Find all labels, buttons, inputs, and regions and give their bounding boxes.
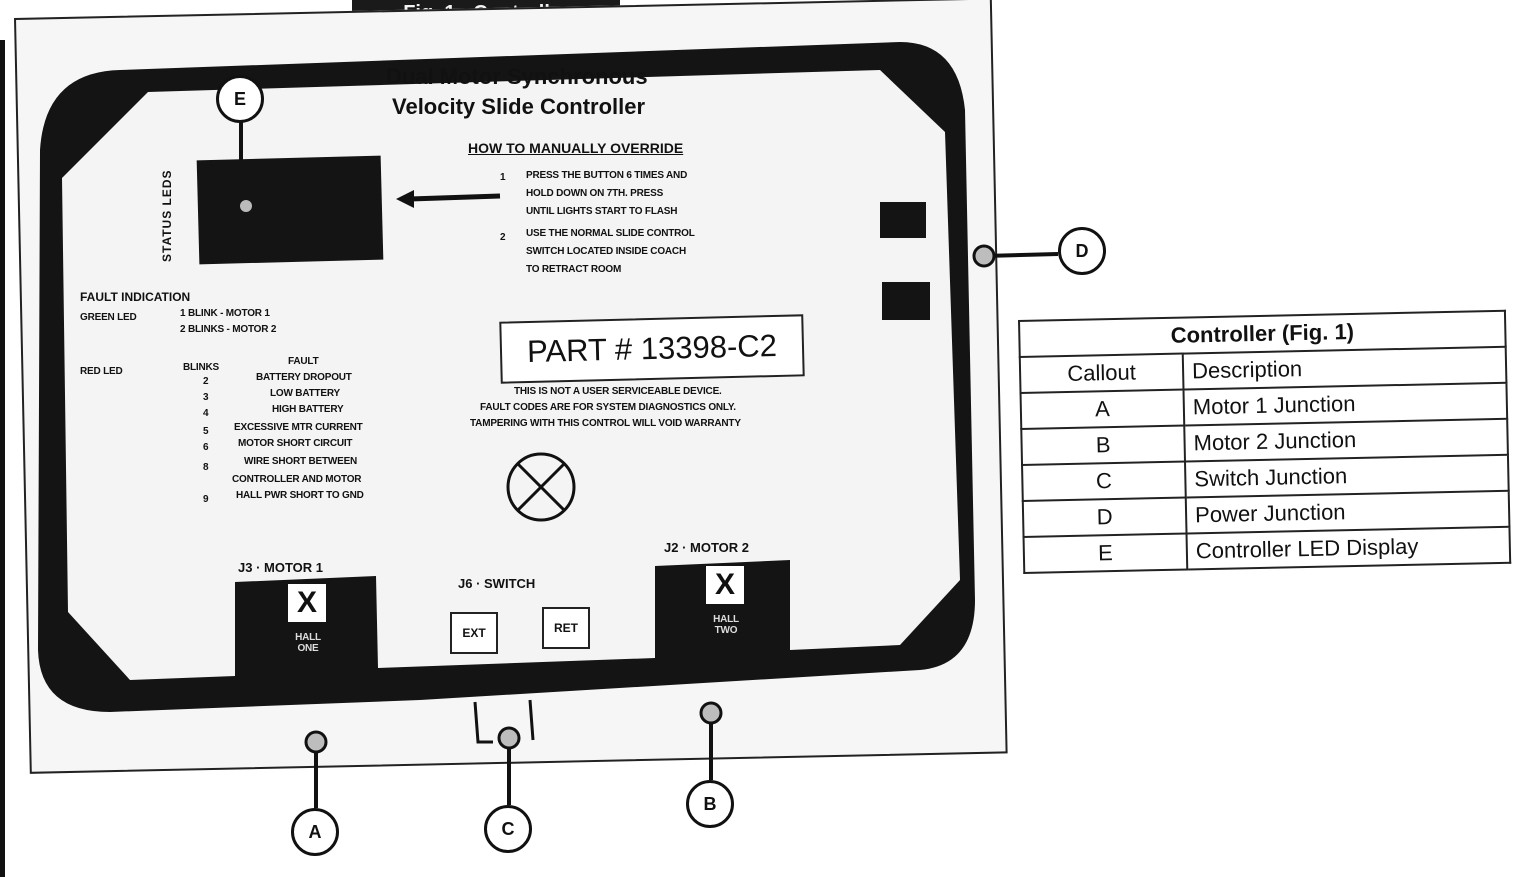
status-led-window xyxy=(196,155,384,265)
legend-description: Controller LED Display xyxy=(1186,526,1511,570)
red-row-blinks: 9 xyxy=(203,494,209,505)
legend-callout: D xyxy=(1022,497,1187,537)
junction-dot-b xyxy=(699,701,723,725)
override-step1-number: 1 xyxy=(500,172,506,183)
red-row-blinks: 6 xyxy=(203,442,209,453)
side-indicator-top xyxy=(880,202,926,238)
override-heading: HOW TO MANUALLY OVERRIDE xyxy=(468,140,684,156)
red-row-fault: MOTOR SHORT CIRCUIT xyxy=(238,438,353,449)
red-row-fault: BATTERY DROPOUT xyxy=(256,372,352,383)
override-step2-line: TO RETRACT ROOM xyxy=(526,264,622,275)
callout-d: D xyxy=(1058,227,1106,275)
callout-a: A xyxy=(291,808,339,856)
hall-two-label: HALL TWO xyxy=(713,614,739,636)
notice-line: FAULT CODES ARE FOR SYSTEM DIAGNOSTICS O… xyxy=(480,402,736,413)
retract-button[interactable]: RET xyxy=(542,607,590,649)
notice-line: THIS IS NOT A USER SERVICEABLE DEVICE. xyxy=(514,386,722,397)
override-step2-line: USE THE NORMAL SLIDE CONTROL xyxy=(526,228,695,239)
status-led xyxy=(240,200,252,212)
red-row-fault: CONTROLLER AND MOTOR xyxy=(232,474,362,485)
green-led-label: GREEN LED xyxy=(80,312,137,323)
red-row-fault: LOW BATTERY xyxy=(270,388,341,399)
motor2-label: J2 · MOTOR 2 xyxy=(664,540,750,555)
fault-header: FAULT xyxy=(288,356,319,367)
legend-callout: A xyxy=(1020,389,1185,429)
side-indicator-bottom xyxy=(882,282,930,320)
junction-dot-a xyxy=(304,730,328,754)
override-step1-line: PRESS THE BUTTON 6 TIMES AND xyxy=(526,170,688,181)
override-step1-line: HOLD DOWN ON 7TH. PRESS xyxy=(526,188,664,199)
green-led-row: 1 BLINK - MOTOR 1 xyxy=(180,308,270,319)
status-leds-label: STATUS LEDS xyxy=(160,169,174,262)
red-led-label: RED LED xyxy=(80,366,123,377)
legend-table: Controller (Fig. 1) Callout Description … xyxy=(1018,310,1511,574)
arrow-head xyxy=(396,190,414,208)
extend-button[interactable]: EXT xyxy=(450,612,498,654)
warning-cross-b xyxy=(516,462,566,512)
switch-label: J6 · SWITCH xyxy=(458,576,536,591)
red-row-fault: HIGH BATTERY xyxy=(272,404,344,415)
motor1-label: J3 · MOTOR 1 xyxy=(238,560,324,575)
legend-callout: C xyxy=(1022,461,1186,501)
red-row-fault: EXCESSIVE MTR CURRENT xyxy=(234,422,363,433)
legend-callout: B xyxy=(1021,425,1186,465)
red-row-blinks: 5 xyxy=(203,426,209,437)
left-rule xyxy=(0,40,5,877)
part-number: PART # 13398-C2 xyxy=(499,314,805,384)
red-row-blinks: 3 xyxy=(203,392,209,403)
panel-title-line1: Dual Motor Synchronous xyxy=(386,64,648,89)
leader-d xyxy=(983,252,1059,258)
panel-title-line2: Velocity Slide Controller xyxy=(392,94,646,119)
green-led-row: 2 BLINKS - MOTOR 2 xyxy=(180,324,277,335)
motor1-x-mark: X xyxy=(288,584,326,622)
blinks-header: BLINKS xyxy=(183,362,220,373)
red-row-blinks: 4 xyxy=(203,408,209,419)
switch-wire xyxy=(473,699,535,744)
junction-dot-d xyxy=(972,244,996,268)
junction-dot-c xyxy=(497,726,521,750)
red-row-blinks: 8 xyxy=(203,462,209,473)
warning-symbol xyxy=(506,452,576,522)
arrow-shaft xyxy=(409,193,501,202)
red-row-fault: HALL PWR SHORT TO GND xyxy=(236,490,364,501)
override-step2-line: SWITCH LOCATED INSIDE COACH xyxy=(526,246,686,257)
hall-one-label: HALL ONE xyxy=(295,632,321,654)
callout-b: B xyxy=(686,780,734,828)
callout-e: E xyxy=(216,75,264,123)
legend-header-callout: Callout xyxy=(1019,353,1184,393)
red-row-blinks: 2 xyxy=(203,376,209,387)
fault-heading: FAULT INDICATION xyxy=(80,290,191,304)
red-row-fault: WIRE SHORT BETWEEN xyxy=(244,456,358,467)
legend-callout: E xyxy=(1023,533,1188,573)
override-step2-number: 2 xyxy=(500,232,506,243)
notice-line: TAMPERING WITH THIS CONTROL WILL VOID WA… xyxy=(470,418,741,429)
motor2-x-mark: X xyxy=(706,566,744,604)
override-step1-line: UNTIL LIGHTS START TO FLASH xyxy=(526,206,678,217)
callout-c: C xyxy=(484,805,532,853)
